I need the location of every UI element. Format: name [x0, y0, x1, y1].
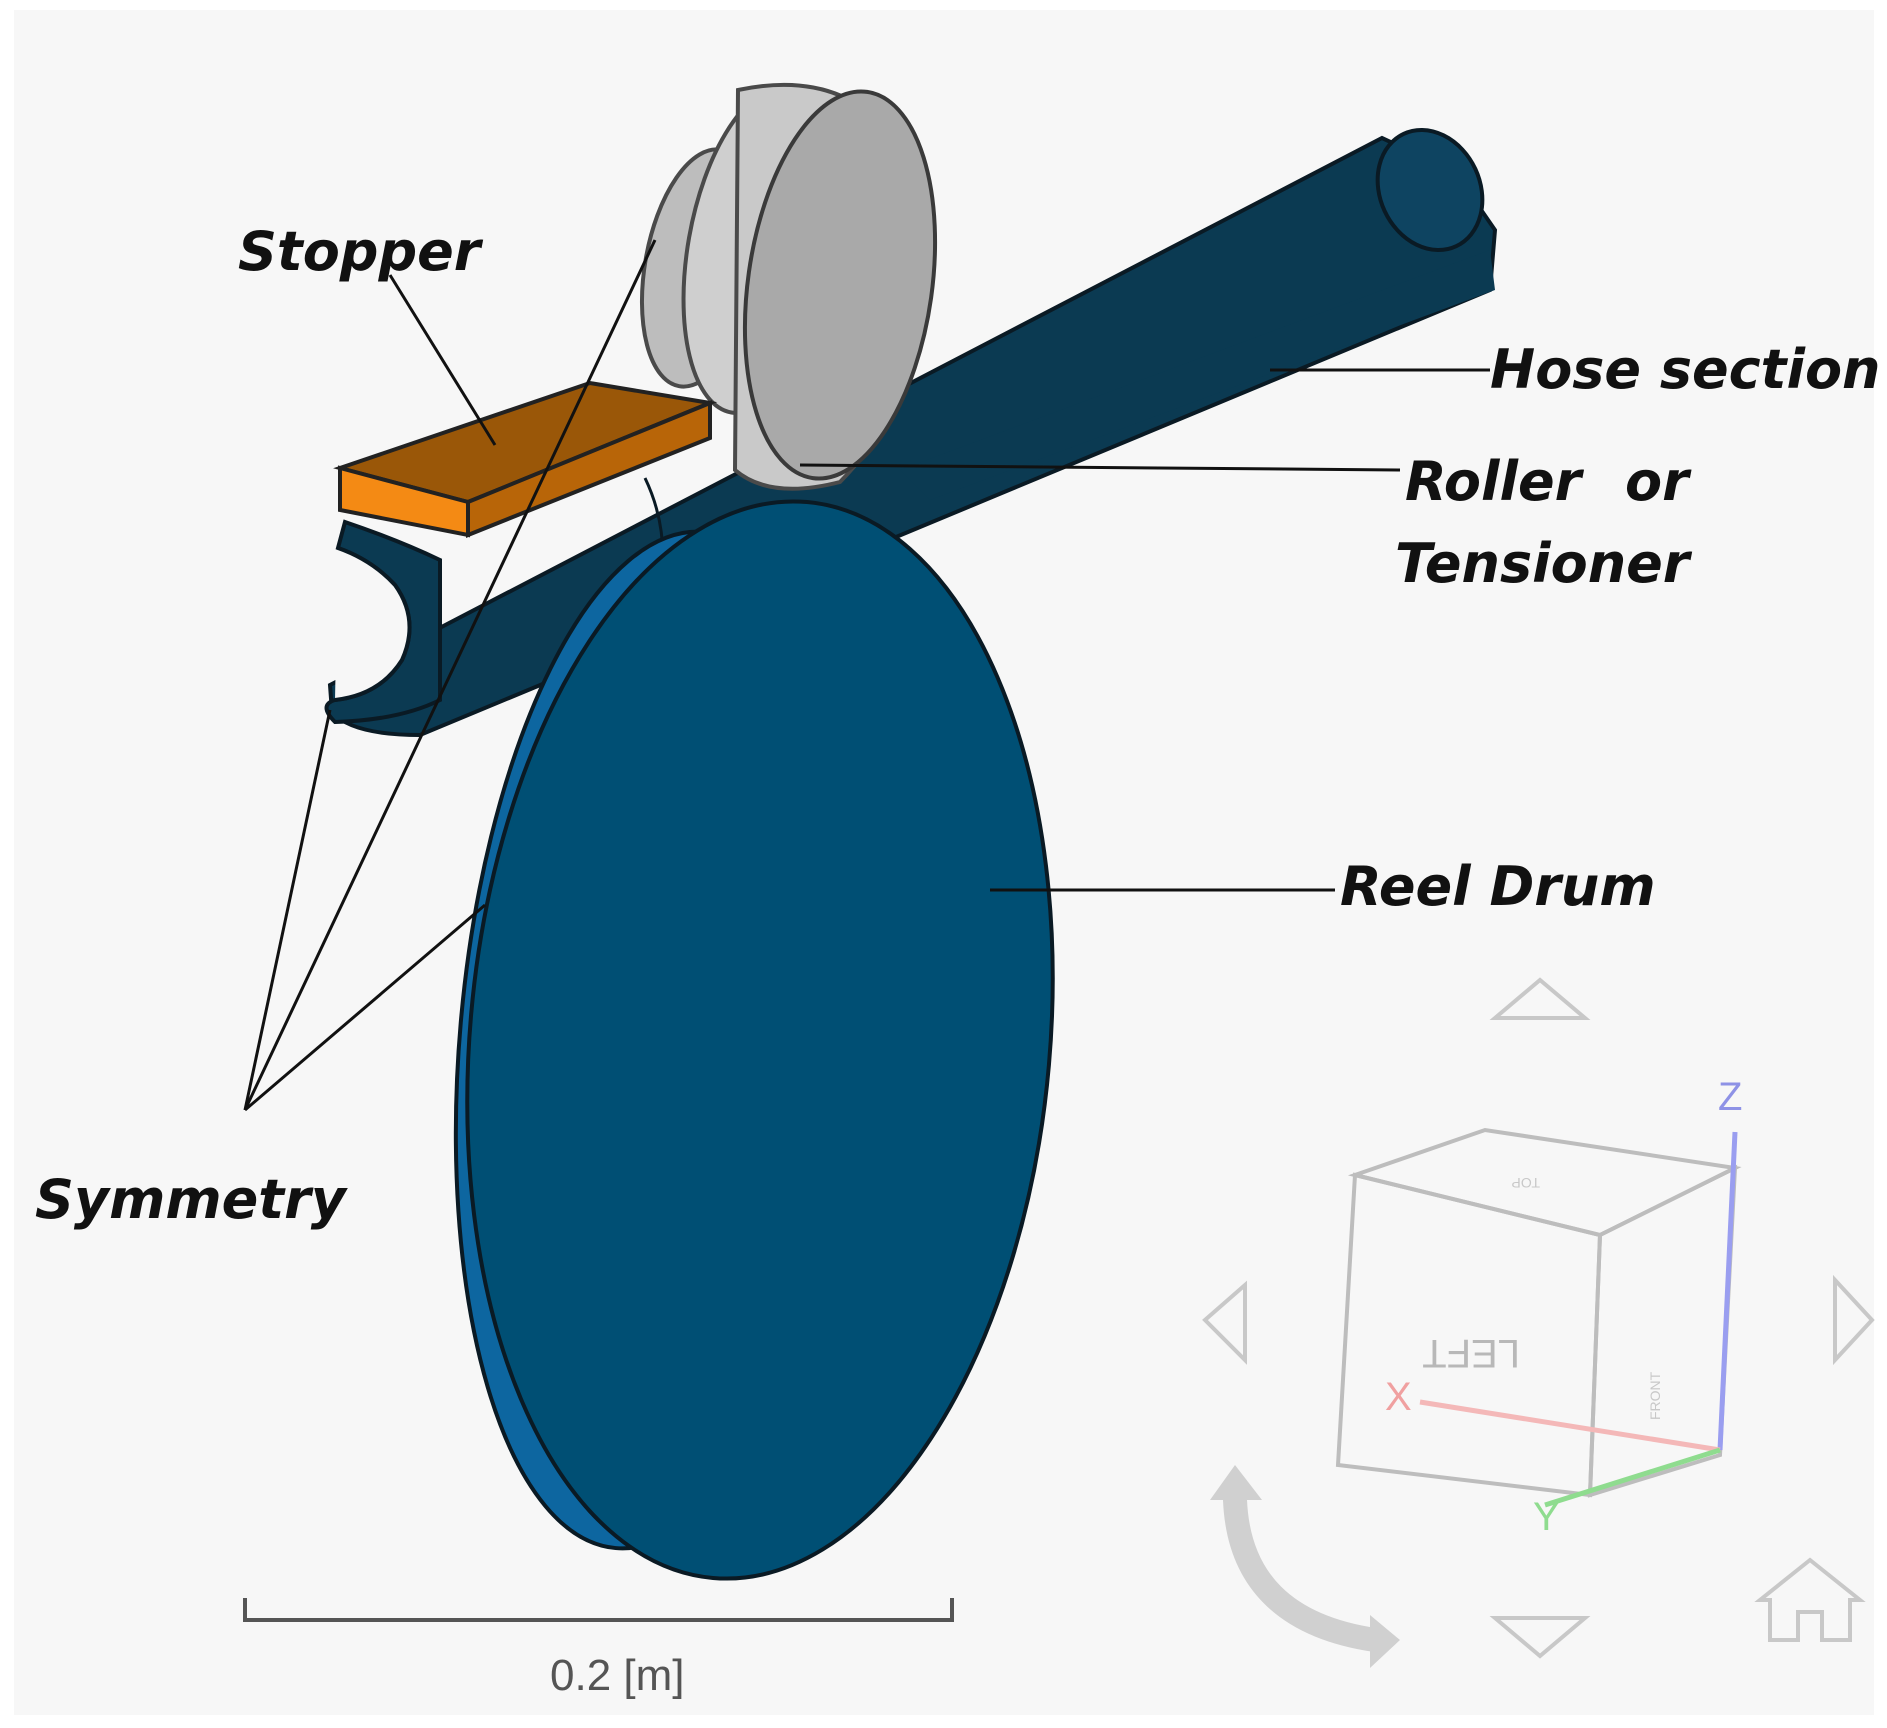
symmetry-leader-1: [243, 709, 332, 1111]
rotate-right-arrow-icon[interactable]: [1833, 1274, 1875, 1366]
rotate-down-arrow-icon[interactable]: [1489, 1616, 1591, 1659]
rotate-up-arrow-icon[interactable]: [1489, 977, 1591, 1020]
view-navigation-widget[interactable]: LEFT TOP FRONT Z X Y: [1202, 977, 1875, 1668]
label-stopper: Stopper: [238, 220, 484, 283]
symmetry-leader-3: [244, 903, 486, 1112]
roller-leader: [799, 463, 1401, 472]
axis-x-label: X: [1385, 1375, 1412, 1419]
roll-arrow-head-1: [1210, 1465, 1262, 1500]
stopper-leader: [388, 274, 497, 446]
rotate-left-arrow-icon[interactable]: [1202, 1280, 1247, 1365]
view-cube-top-label: TOP: [1511, 1175, 1540, 1191]
leader-lines: [243, 239, 1490, 1112]
stopper: [333, 380, 718, 538]
z-axis-line: [1717, 1131, 1738, 1451]
view-cube-side-label: FRONT: [1647, 1371, 1663, 1420]
label-tensioner: Tensioner: [1395, 532, 1693, 595]
hose-front-segment: [900, 250, 1495, 500]
label-roller-or: or: [1625, 450, 1692, 513]
x-axis-line: [1419, 1399, 1721, 1453]
home-view-icon[interactable]: [1754, 1557, 1866, 1642]
view-cube-face-label: LEFT: [1422, 1331, 1520, 1375]
label-roller: Roller: [1405, 450, 1585, 513]
roll-arrow-icon[interactable]: [1223, 1488, 1387, 1652]
label-symmetry: Symmetry: [35, 1168, 349, 1231]
axis-z-label: Z: [1718, 1075, 1742, 1119]
label-hose-section: Hose section: [1490, 338, 1881, 401]
y-axis-line: [1544, 1447, 1721, 1508]
reel-drum: [453, 499, 1055, 1581]
roll-arrow-head-2: [1370, 1615, 1400, 1668]
scale-bar: 0.2 [m]: [243, 1598, 954, 1700]
symmetry-leader-2: [243, 239, 657, 1111]
axis-y-label: Y: [1533, 1495, 1560, 1539]
roller-tensioner: [639, 82, 938, 491]
scale-bar-label: 0.2 [m]: [550, 1651, 685, 1700]
label-reel-drum: Reel Drum: [1340, 855, 1656, 918]
